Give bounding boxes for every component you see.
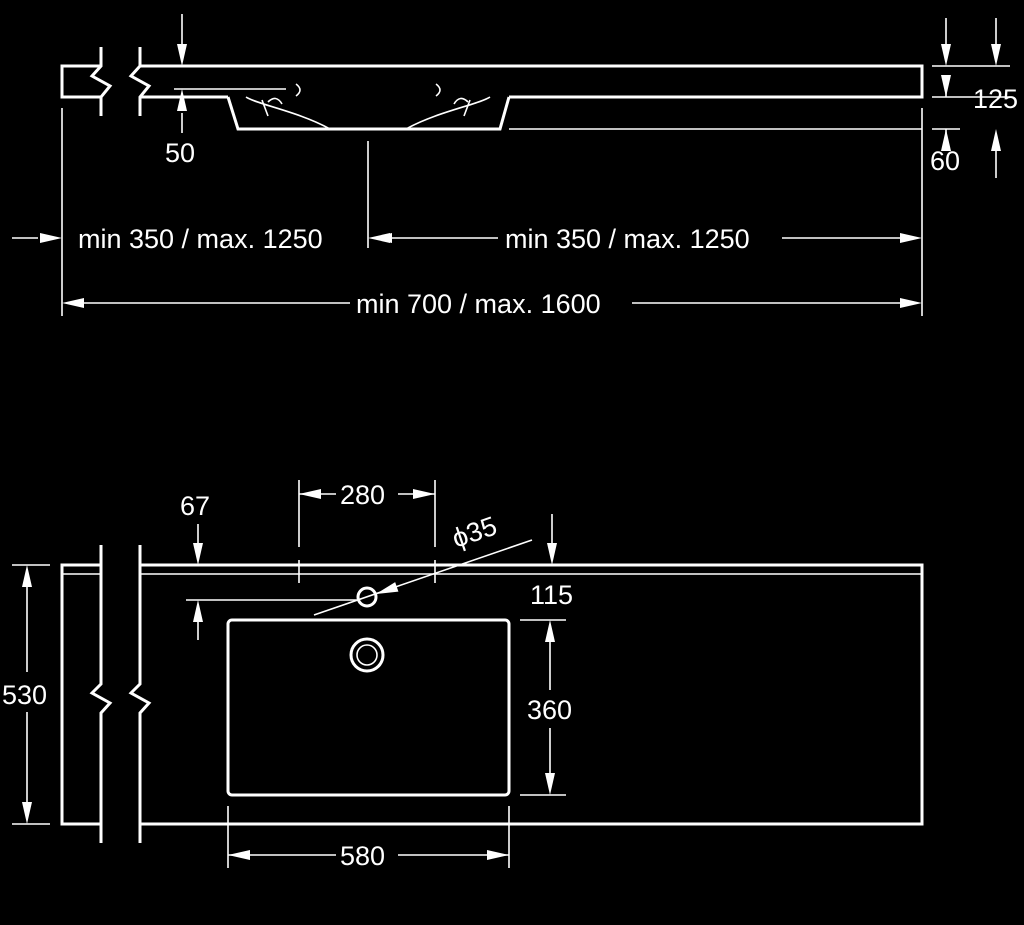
drain-icon — [349, 637, 385, 673]
basin-top-outline — [226, 618, 511, 797]
dim-50-label: 50 — [165, 138, 195, 168]
dim-right-label: min 350 / max. 1250 — [505, 224, 750, 254]
countertop-top-outline — [60, 545, 924, 843]
dim-60-label: 60 — [930, 146, 960, 176]
countertop-side-outline — [60, 47, 924, 116]
side-view: 50 125 60 min 350 / max. 1250 min 350 / … — [12, 14, 1018, 319]
dim-360-label: 360 — [527, 695, 572, 725]
dim-left-label: min 350 / max. 1250 — [78, 224, 323, 254]
dim-67-label: 67 — [180, 491, 210, 521]
top-view: 67 280 ϕ35 115 530 360 — [2, 480, 924, 871]
dim-diameter-label: ϕ35 — [448, 511, 500, 554]
dim-530-label: 530 — [2, 680, 47, 710]
dim-280-label: 280 — [340, 480, 385, 510]
dim-115-label: 115 — [530, 580, 573, 610]
dim-total-label: min 700 / max. 1600 — [356, 289, 601, 319]
dim-580-label: 580 — [340, 841, 385, 871]
dim-125-label: 125 — [973, 84, 1018, 114]
basin-side-profile — [226, 83, 511, 131]
tap-hole-icon — [356, 586, 378, 608]
